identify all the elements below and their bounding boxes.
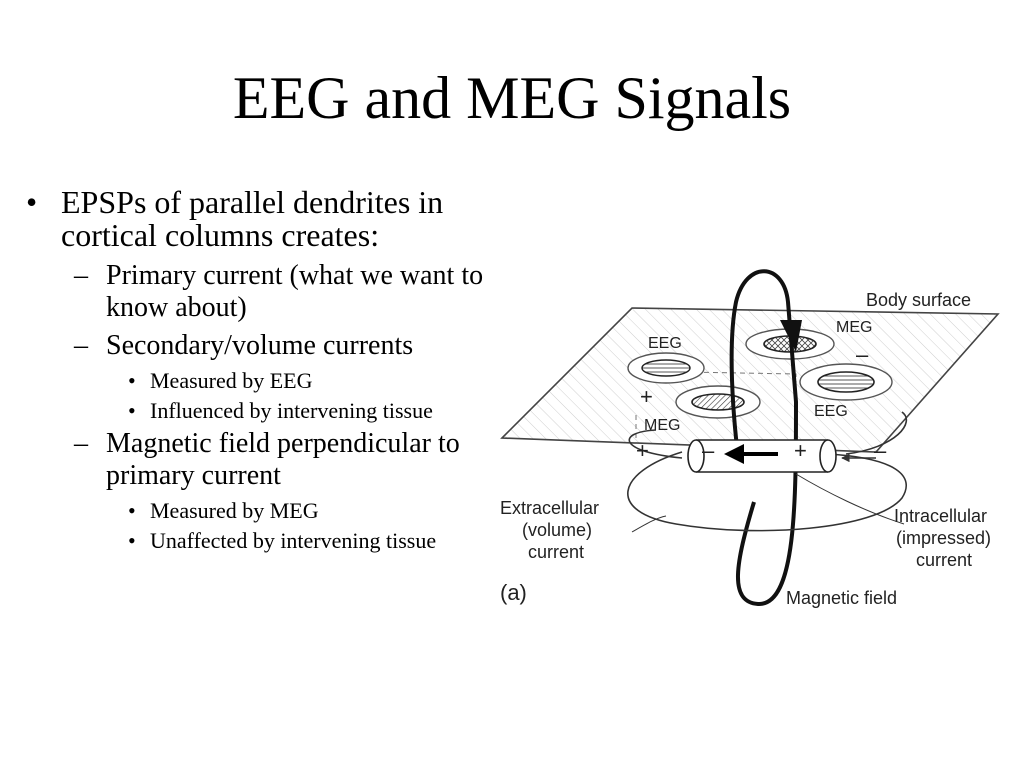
eeg-left-sensor xyxy=(627,352,705,384)
volume-current-loop xyxy=(627,451,907,532)
bullet-item: –Magnetic field perpendicular to primary… xyxy=(26,428,496,492)
plus-sign: + xyxy=(640,384,653,409)
eeg-left-label: EEG xyxy=(648,335,682,352)
intracellular-label: Intracellular xyxy=(894,506,987,526)
eeg-meg-diagram: Body surface MEG – EEG EEG + MEG + – + –… xyxy=(500,269,1000,608)
intracellular-label: current xyxy=(916,550,972,570)
body-surface-label: Body surface xyxy=(866,290,971,310)
slide-title: EEG and MEG Signals xyxy=(232,65,792,131)
bullet-text: Primary current (what we want to know ab… xyxy=(106,260,484,323)
dashed-outline xyxy=(685,371,797,422)
volume-current-arc xyxy=(845,411,908,455)
dash-marker: – xyxy=(74,260,88,291)
intracellular-label: (impressed) xyxy=(896,528,991,548)
bullet-item: –Secondary/volume currents xyxy=(26,330,496,362)
magnetic-field-label: Magnetic field xyxy=(786,588,897,608)
bullet-text: Magnetic field perpendicular to primary … xyxy=(106,428,460,491)
eeg-right-sensor xyxy=(799,363,893,401)
pointer-line xyxy=(795,473,905,525)
volume-current-arc xyxy=(628,429,683,459)
bullet-item: • Unaffected by intervening tissue xyxy=(26,528,496,554)
outer-minus-sign: – xyxy=(874,438,887,463)
bullet-marker: • xyxy=(26,184,38,220)
panel-label: (a) xyxy=(500,580,527,605)
meg-minus-sign: – xyxy=(856,342,869,367)
bullet-text: Measured by EEG xyxy=(150,368,313,393)
pointer-line xyxy=(631,515,667,533)
bullet-marker: • xyxy=(128,528,136,553)
bullet-marker: • xyxy=(128,368,136,393)
bullet-marker: • xyxy=(128,398,136,423)
extracellular-label: Extracellular xyxy=(500,498,599,518)
bullet-list: • EPSPs of parallel dendrites in cortical… xyxy=(26,186,496,558)
field-arrow-icon xyxy=(780,320,802,352)
bullet-text: Influenced by intervening tissue xyxy=(150,398,433,423)
cylinder-plus-sign: + xyxy=(794,438,807,463)
bullet-text: EPSPs of parallel dendrites in cortical … xyxy=(61,184,444,253)
meg-lower-sensor xyxy=(675,385,761,419)
dash-marker: – xyxy=(74,428,88,459)
meg-left-label: MEG xyxy=(644,417,680,434)
bullet-text: Unaffected by intervening tissue xyxy=(150,528,437,553)
extracellular-label: (volume) xyxy=(522,520,592,540)
eeg-right-label: EEG xyxy=(814,403,848,420)
extracellular-label: current xyxy=(528,542,584,562)
bullet-marker: • xyxy=(128,498,136,523)
bullet-text: Secondary/volume currents xyxy=(106,330,414,361)
cylinder-minus-sign: – xyxy=(702,438,715,463)
bullet-item: • Measured by EEG xyxy=(26,368,496,394)
bullet-item: • Influenced by intervening tissue xyxy=(26,398,496,424)
meg-top-label: MEG xyxy=(836,319,872,336)
body-surface-plane xyxy=(500,307,1000,453)
magnetic-field-loop xyxy=(729,269,799,607)
outer-plus-sign: + xyxy=(636,438,649,463)
bullet-item: –Primary current (what we want to know a… xyxy=(26,260,496,324)
dash-marker: – xyxy=(74,330,88,361)
primary-arrow-icon xyxy=(724,444,744,464)
bullet-text: Measured by MEG xyxy=(150,498,319,523)
bullet-item: • EPSPs of parallel dendrites in cortical… xyxy=(26,186,496,252)
bullet-item: • Measured by MEG xyxy=(26,498,496,524)
